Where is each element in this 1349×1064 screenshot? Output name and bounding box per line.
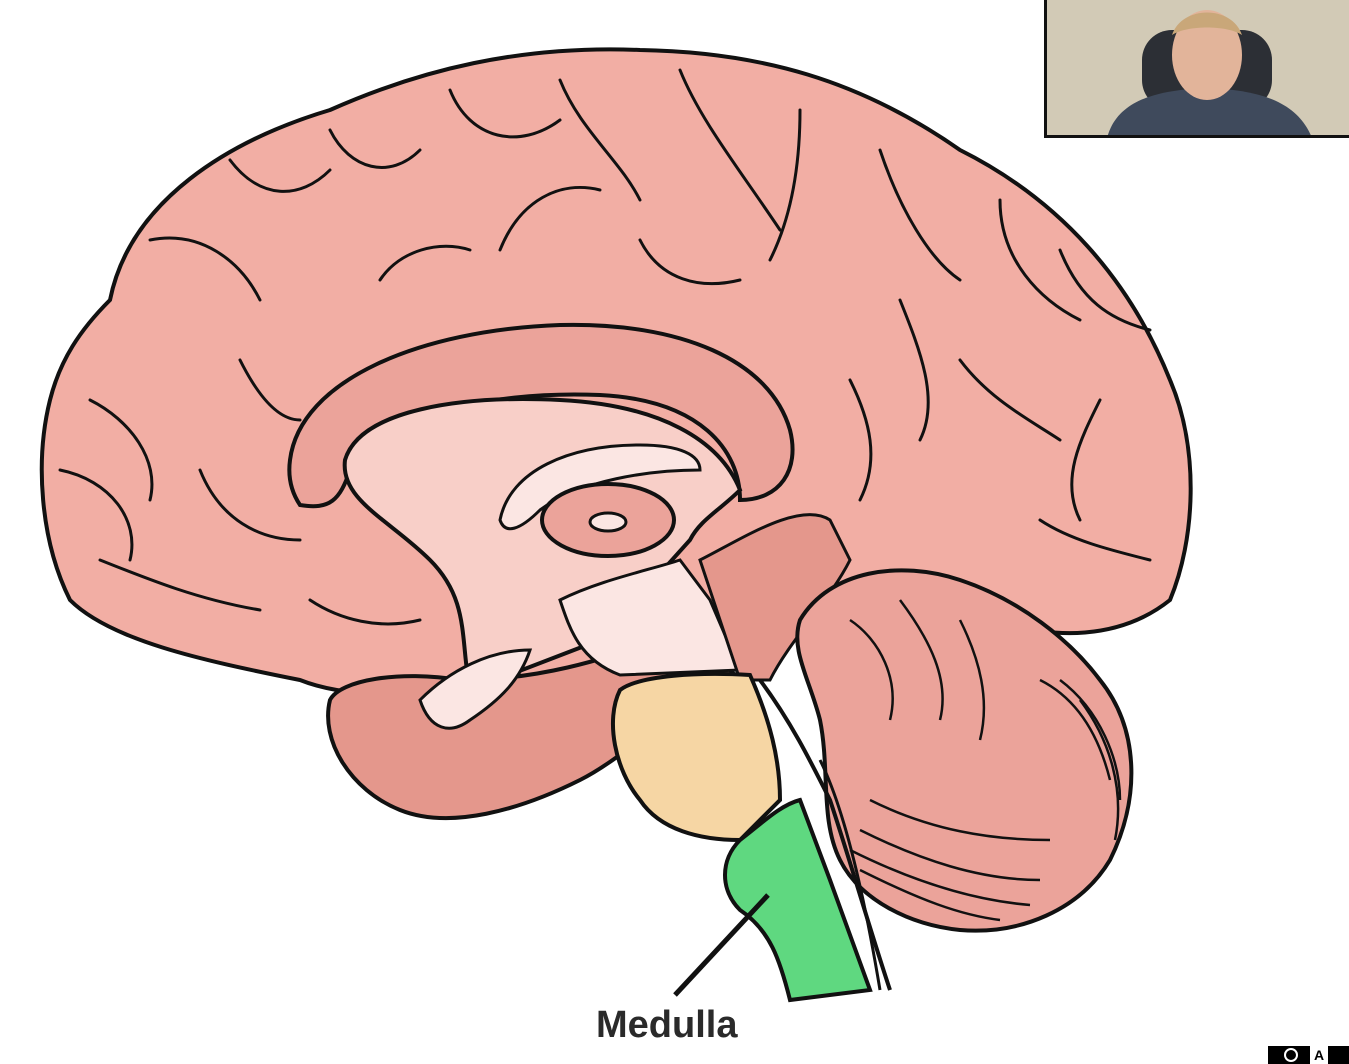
third-ventricle <box>558 558 743 677</box>
presenter-video <box>1047 0 1349 135</box>
badge-icon <box>1284 1048 1298 1062</box>
presenter-webcam <box>1044 0 1349 138</box>
spinal-cord-edge <box>818 759 882 991</box>
corpus-callosum <box>287 322 795 509</box>
interthalamic-adhesion <box>588 511 628 533</box>
cerebellum-folia <box>849 599 1122 922</box>
corner-badge: A <box>1268 1046 1349 1064</box>
midbrain <box>698 513 852 682</box>
optic-chiasm <box>418 648 533 730</box>
fornix <box>498 443 702 531</box>
medulla-leader-line <box>673 893 770 997</box>
medulla-label: Medulla <box>596 1004 738 1046</box>
badge-text: A <box>1310 1046 1329 1064</box>
pons <box>610 671 783 843</box>
medulla <box>723 797 873 1003</box>
gyri-lines <box>58 68 1152 626</box>
fourth-ventricle <box>758 678 892 991</box>
